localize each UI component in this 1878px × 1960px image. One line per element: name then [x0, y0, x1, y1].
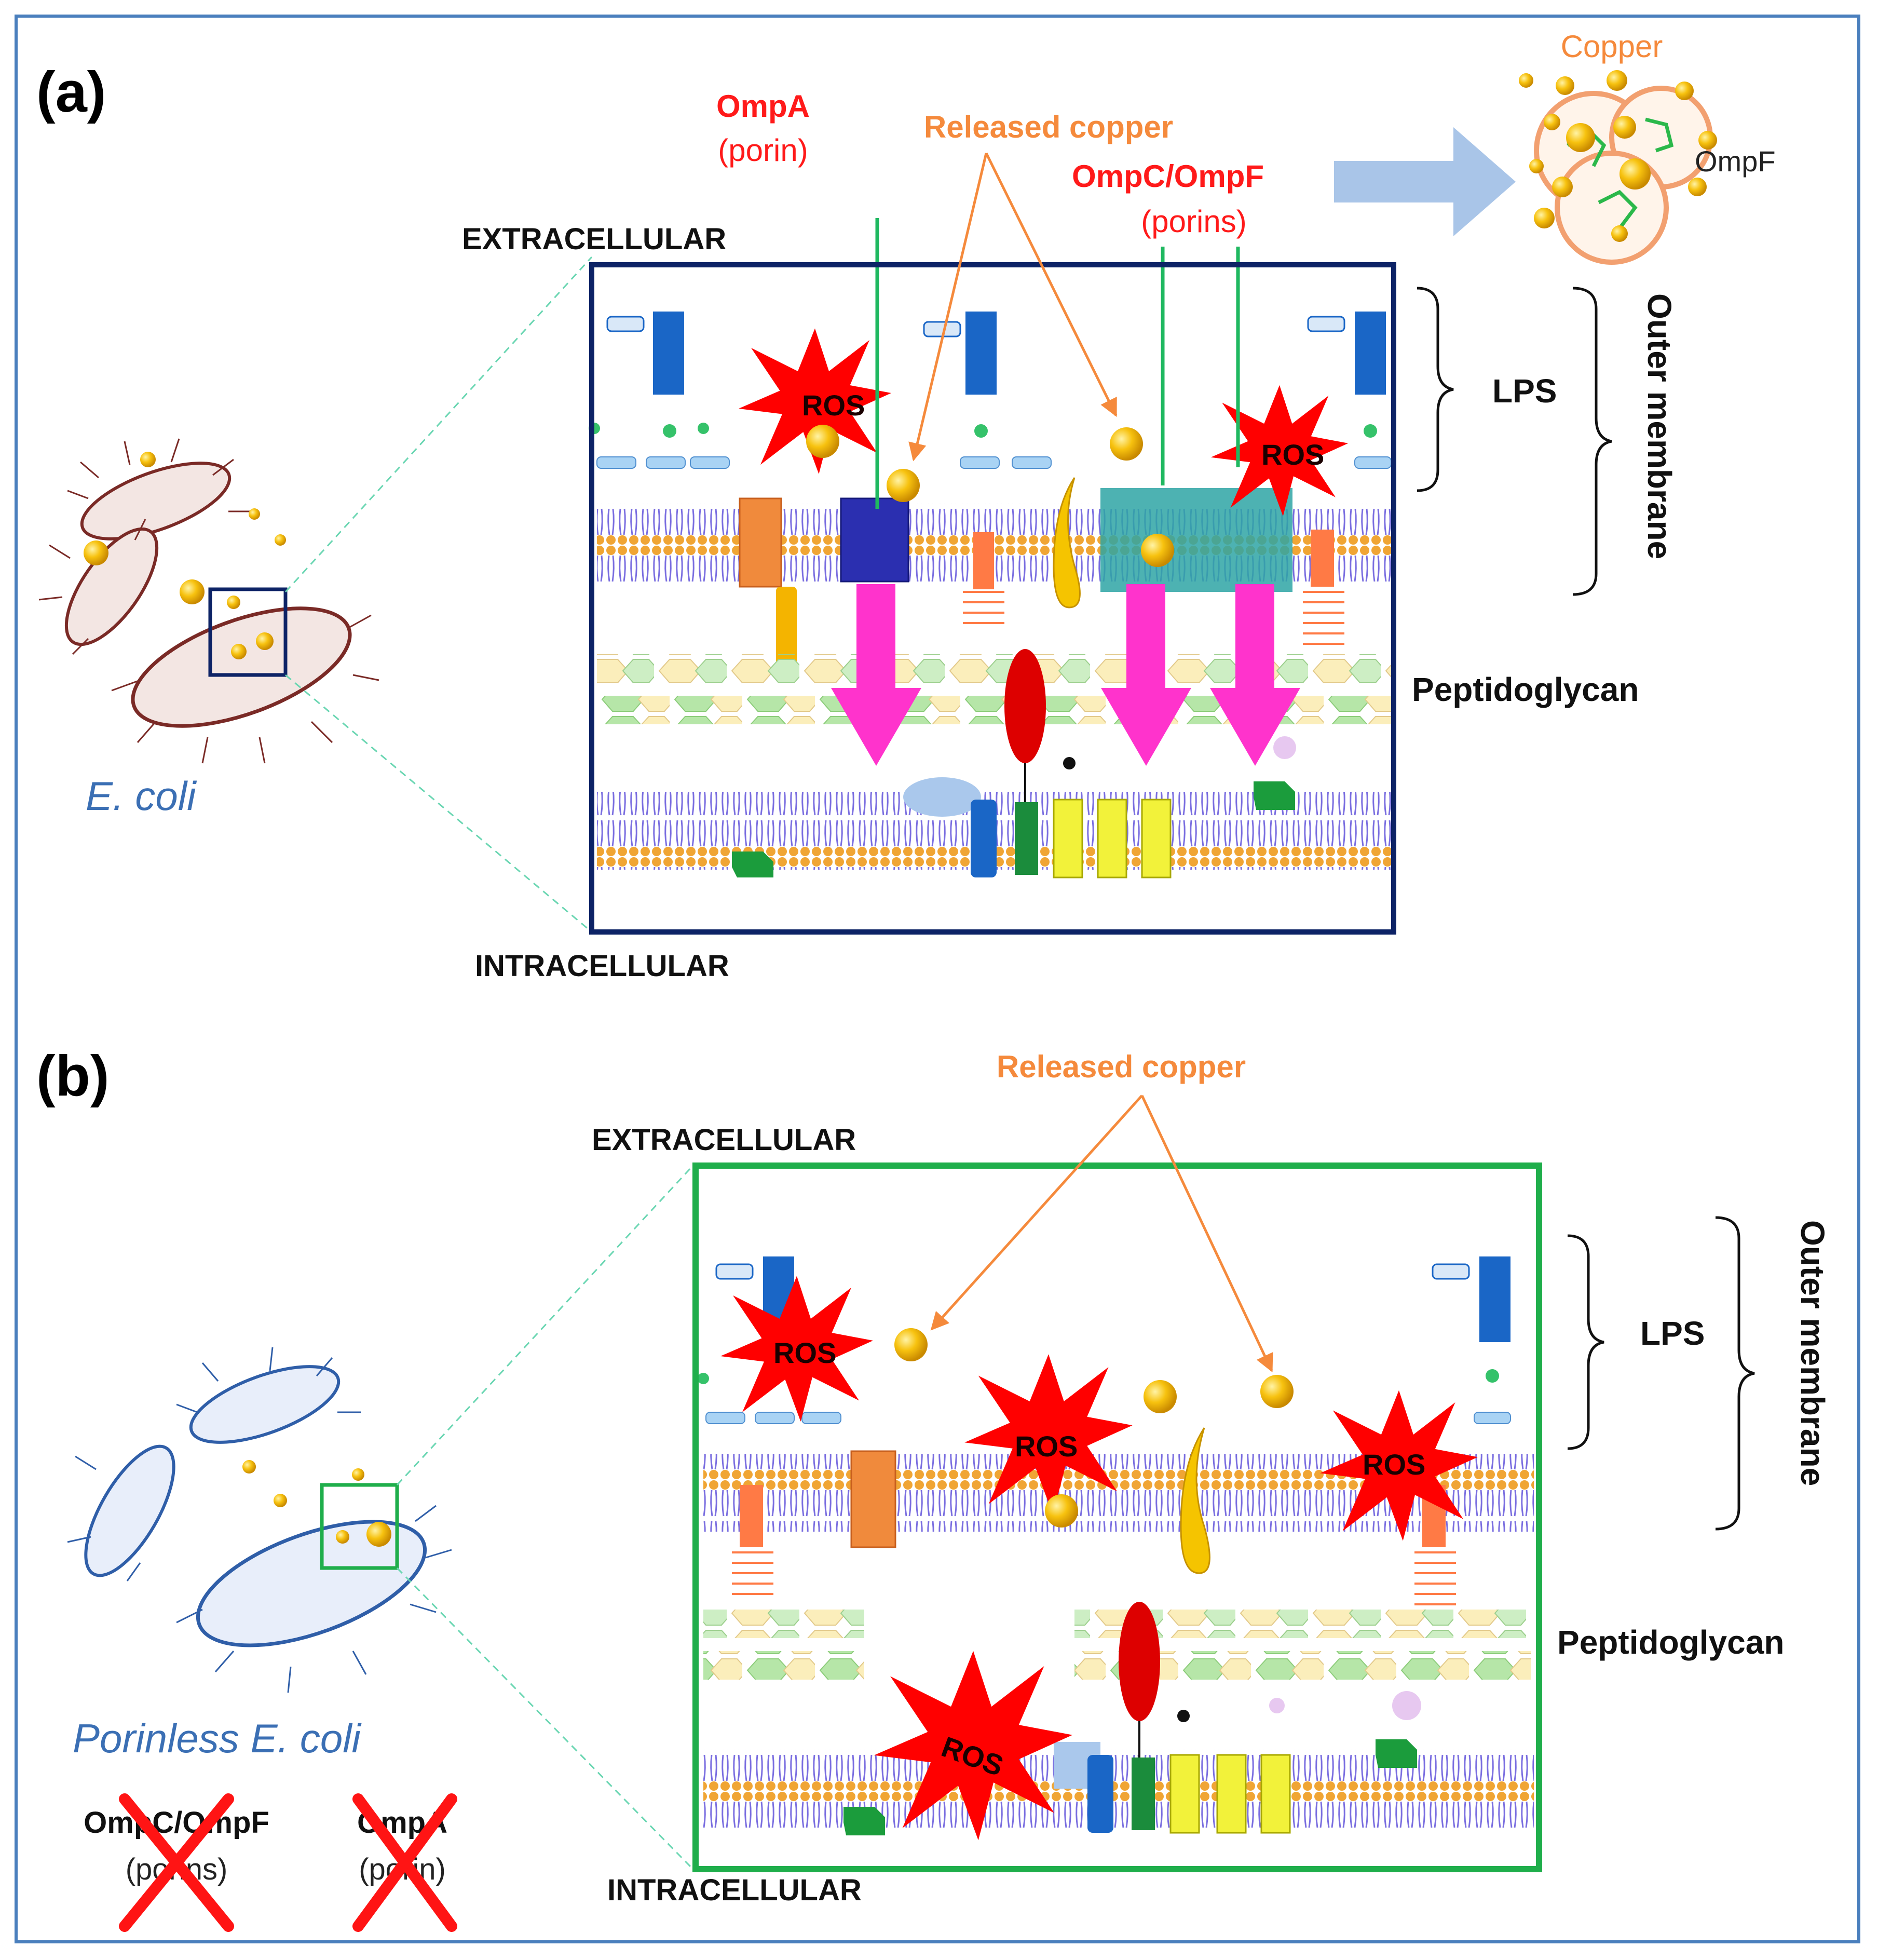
panel-b-extracellular-label: EXTRACELLULAR [592, 1123, 856, 1157]
panel-a-membrane-diagram [589, 218, 1396, 935]
lps-bracket-a [1417, 287, 1454, 492]
ompc-ompf-sublabel: (porins) [1141, 204, 1246, 239]
ompc-ompf-porin-channel [1100, 488, 1292, 592]
outer-membrane-label-a: Outer membrane [1641, 293, 1678, 559]
copper-label: Copper [1561, 29, 1663, 64]
panel-a-zoom-frame [589, 262, 1396, 935]
structure-pointer-arrow [1334, 127, 1516, 236]
released-copper-label-a: Released copper [924, 110, 1173, 144]
panel-b-letter: (b) [36, 1044, 109, 1108]
outer-membrane-label-b: Outer membrane [1794, 1220, 1831, 1486]
lps-bracket-b [1567, 1234, 1604, 1450]
ros-label-b2: ROS [1015, 1430, 1078, 1463]
lps-chains-a [589, 312, 1392, 469]
zoom-box-b [320, 1483, 399, 1570]
panel-b-species-label: Porinless E. coli [73, 1715, 362, 1761]
ros-label-a1: ROS [802, 389, 865, 422]
peptidoglycan-label-a: Peptidoglycan [1412, 671, 1639, 708]
panel-a-species-label: E. coli [86, 773, 197, 819]
copper-influx-arrows-a [831, 584, 1300, 766]
ompa-porin-shape [739, 497, 782, 588]
panel-a-extracellular-label: EXTRACELLULAR [462, 222, 726, 256]
figure-frame [15, 15, 1860, 1943]
ecoli-cluster-illustration [38, 256, 593, 933]
ros-label-b3: ROS [1363, 1448, 1425, 1481]
ros-label-b1: ROS [773, 1336, 836, 1369]
zoom-box-a [208, 587, 288, 677]
lps-label-a: LPS [1492, 372, 1557, 410]
lps-label-b: LPS [1640, 1315, 1705, 1352]
panel-b: (b) Porinless E. coli OmpC/OmpF (porins)… [36, 1044, 1831, 1932]
panel-a-letter: (a) [36, 60, 106, 124]
panel-b-intracellular-label: INTRACELLULAR [607, 1873, 862, 1907]
deleted-ompc-ompf-label: OmpC/OmpF [84, 1806, 269, 1840]
ros-label-a2: ROS [1261, 438, 1324, 471]
deletion-cross-marks [119, 1793, 457, 1932]
ompf-trimer-structure [1519, 70, 1717, 265]
panel-a-intracellular-label: INTRACELLULAR [475, 949, 729, 983]
released-copper-label-b: Released copper [997, 1049, 1246, 1084]
panel-b-membrane-diagram [692, 1163, 1542, 1872]
porinless-ecoli-cluster-illustration [67, 1165, 694, 1870]
ompa-sublabel: (porin) [718, 133, 808, 168]
ompc-ompf-label: OmpC/OmpF [1072, 159, 1264, 194]
panel-b-zoom-frame [692, 1163, 1542, 1872]
ompf-label: OmpF [1695, 145, 1776, 178]
panel-a: (a) E. coli EXTRACELLULAR INTRACELLULAR [36, 29, 1776, 983]
ompa-label: OmpA [716, 89, 810, 124]
ompa-porin-channel [840, 497, 909, 583]
peptidoglycan-label-b: Peptidoglycan [1557, 1624, 1784, 1661]
outer-membrane-bracket-a [1572, 287, 1612, 596]
outer-membrane-bracket-b [1715, 1216, 1755, 1531]
